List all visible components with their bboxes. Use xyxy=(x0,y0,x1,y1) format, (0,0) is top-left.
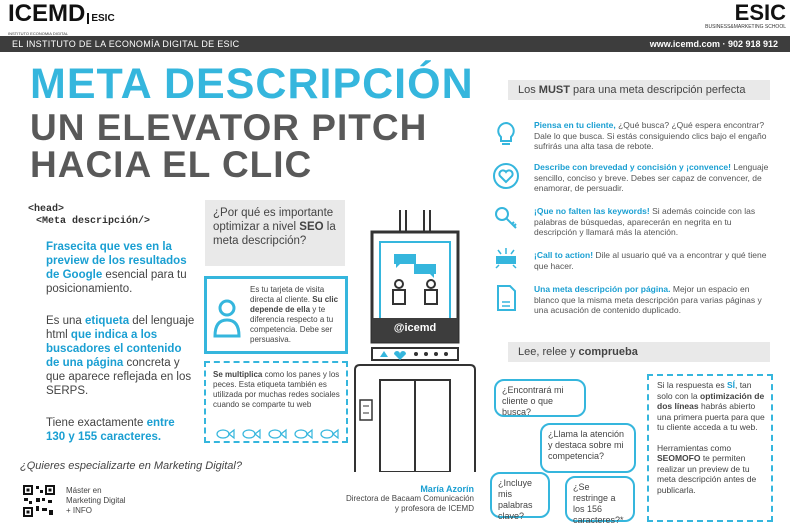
title-line-2: UN ELEVATOR PITCH xyxy=(30,107,428,148)
specialize-question: ¿Quieres especializarte en Marketing Dig… xyxy=(20,460,242,472)
must-item-1: Piensa en tu cliente, ¿Qué busca? ¿Qué e… xyxy=(534,120,767,151)
meta-code-tag: <Meta descripción/> xyxy=(36,216,151,227)
elevator-handle: @icemd xyxy=(393,322,437,334)
author-credit: María Azorín Directora de Bacaam Comunic… xyxy=(345,484,474,513)
must-item-2: Describe con brevedad y concisión y ¡con… xyxy=(534,162,769,193)
must-item-4: ¡Call to action! Dile al usuario qué va … xyxy=(534,250,767,271)
html-icon xyxy=(497,285,516,311)
title-line-3: HACIA EL CLIC xyxy=(30,144,313,185)
must-item-5: Una meta descripción por página. Mejor u… xyxy=(534,284,762,315)
lee-header: Lee, relee y comprueba xyxy=(508,342,770,362)
answer-box xyxy=(647,374,773,522)
why-question-box: ¿Por qué es importante optimizar a nivel… xyxy=(205,200,345,266)
multiply-description: Se multiplica como los panes y los peces… xyxy=(213,370,340,409)
intro-paragraph-2: Es una etiqueta del lenguaje html que in… xyxy=(46,315,195,397)
intro-paragraph-1: Frasecita que ves en la preview de los r… xyxy=(46,241,187,295)
key-icon xyxy=(495,207,517,229)
question-bubble-2: ¿Llama la atención y destaca sobre mi co… xyxy=(540,423,636,473)
answer-text: Si la respuesta es SÍ, tan solo con la o… xyxy=(657,380,765,495)
heart-icon xyxy=(493,163,519,189)
must-item-3: ¡Que no falten las keywords! Si además c… xyxy=(534,206,756,237)
title-line-1: META DESCRIPCIÓN xyxy=(30,60,474,108)
contact-info: www.icemd.com · 902 918 912 xyxy=(649,39,778,49)
multiply-box xyxy=(204,361,348,443)
qr-code[interactable] xyxy=(22,484,56,518)
fish-icons xyxy=(216,428,339,440)
intro-paragraph-3: Tiene exactamente entre 130 y 155 caract… xyxy=(46,417,175,443)
elevator-illustration xyxy=(354,210,476,472)
head-code-tag: <head> xyxy=(28,204,65,215)
top-bar: EL INSTITUTO DE LA ECONOMÍA DIGITAL DE E… xyxy=(0,36,790,52)
card-description: Es tu tarjeta de visita directa al clien… xyxy=(250,285,339,344)
person-icon xyxy=(213,299,241,338)
tagline: EL INSTITUTO DE LA ECONOMÍA DIGITAL DE E… xyxy=(12,39,240,49)
esic-logo: ESIC BUSINESS&MARKETING SCHOOL xyxy=(705,0,786,31)
lightbulb-icon xyxy=(497,121,515,145)
qr-caption: Máster en Marketing Digital + INFO xyxy=(66,486,126,515)
question-bubble-1: ¿Encontrará mi cliente o que busca? xyxy=(494,379,586,417)
question-bubble-4: ¿Se restringe a los 156 caracteres?* xyxy=(565,476,635,525)
must-header: Los MUST para una meta descripción perfe… xyxy=(508,80,770,100)
buy-icon xyxy=(495,248,517,269)
question-bubble-3: ¿Incluye mis palabras clave? xyxy=(490,472,550,521)
